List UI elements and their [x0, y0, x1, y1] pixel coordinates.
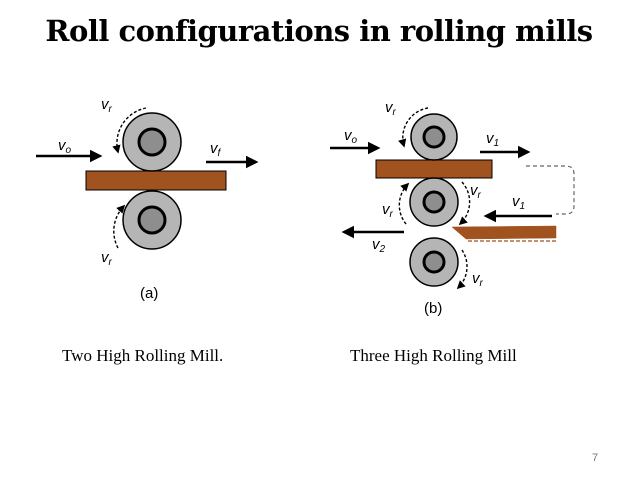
label-vr-top-a: vr [101, 96, 113, 115]
rotation-arrow-mid-right-b [458, 181, 471, 226]
bottom-roll-b [409, 237, 459, 287]
figure-b: vo v1 v1 v2 vr vr vr vr (b) [330, 99, 575, 317]
caption-three-high: Three High Rolling Mill [350, 346, 517, 365]
top-roll-b [410, 113, 458, 161]
figure-a: vo vf vr vr (a) [36, 96, 259, 302]
top-roll-a [122, 112, 182, 172]
rotation-arrow-top-a [112, 107, 147, 154]
label-vr-mid-right-b: vr [470, 182, 482, 201]
figure-b-tag: (b) [424, 300, 442, 317]
workpiece-a [85, 170, 227, 191]
slide-title: Roll configurations in rolling mills [45, 14, 593, 48]
workpiece-b-upper [375, 159, 493, 179]
rotation-arrow-bottom-a [113, 204, 126, 249]
label-v-out1-b: v1 [486, 130, 499, 149]
rotation-arrow-mid-left-b [398, 182, 410, 225]
return-loop-b [526, 165, 575, 215]
bottom-roll-a [122, 190, 182, 250]
label-v-in-b: vo [344, 127, 358, 146]
label-vr-top-b: vr [385, 99, 397, 118]
label-vr-bottom-a: vr [101, 249, 113, 268]
rotation-arrow-top-b [398, 107, 429, 148]
rotation-arrow-bottom-b [456, 249, 468, 290]
label-vr-mid-left-b: vr [382, 201, 394, 220]
page-number: 7 [592, 452, 599, 464]
label-v-return-b: v1 [512, 193, 525, 212]
figure-a-tag: (a) [140, 285, 158, 302]
label-v-in-a: vo [58, 137, 72, 156]
label-v-exit-b: v2 [372, 236, 386, 255]
caption-two-high: Two High Rolling Mill. [62, 346, 224, 365]
label-vr-bottom-b: vr [472, 270, 484, 289]
workpiece-b-lower [451, 225, 557, 240]
label-v-out-a: vf [210, 140, 222, 159]
middle-roll-b [409, 177, 459, 227]
